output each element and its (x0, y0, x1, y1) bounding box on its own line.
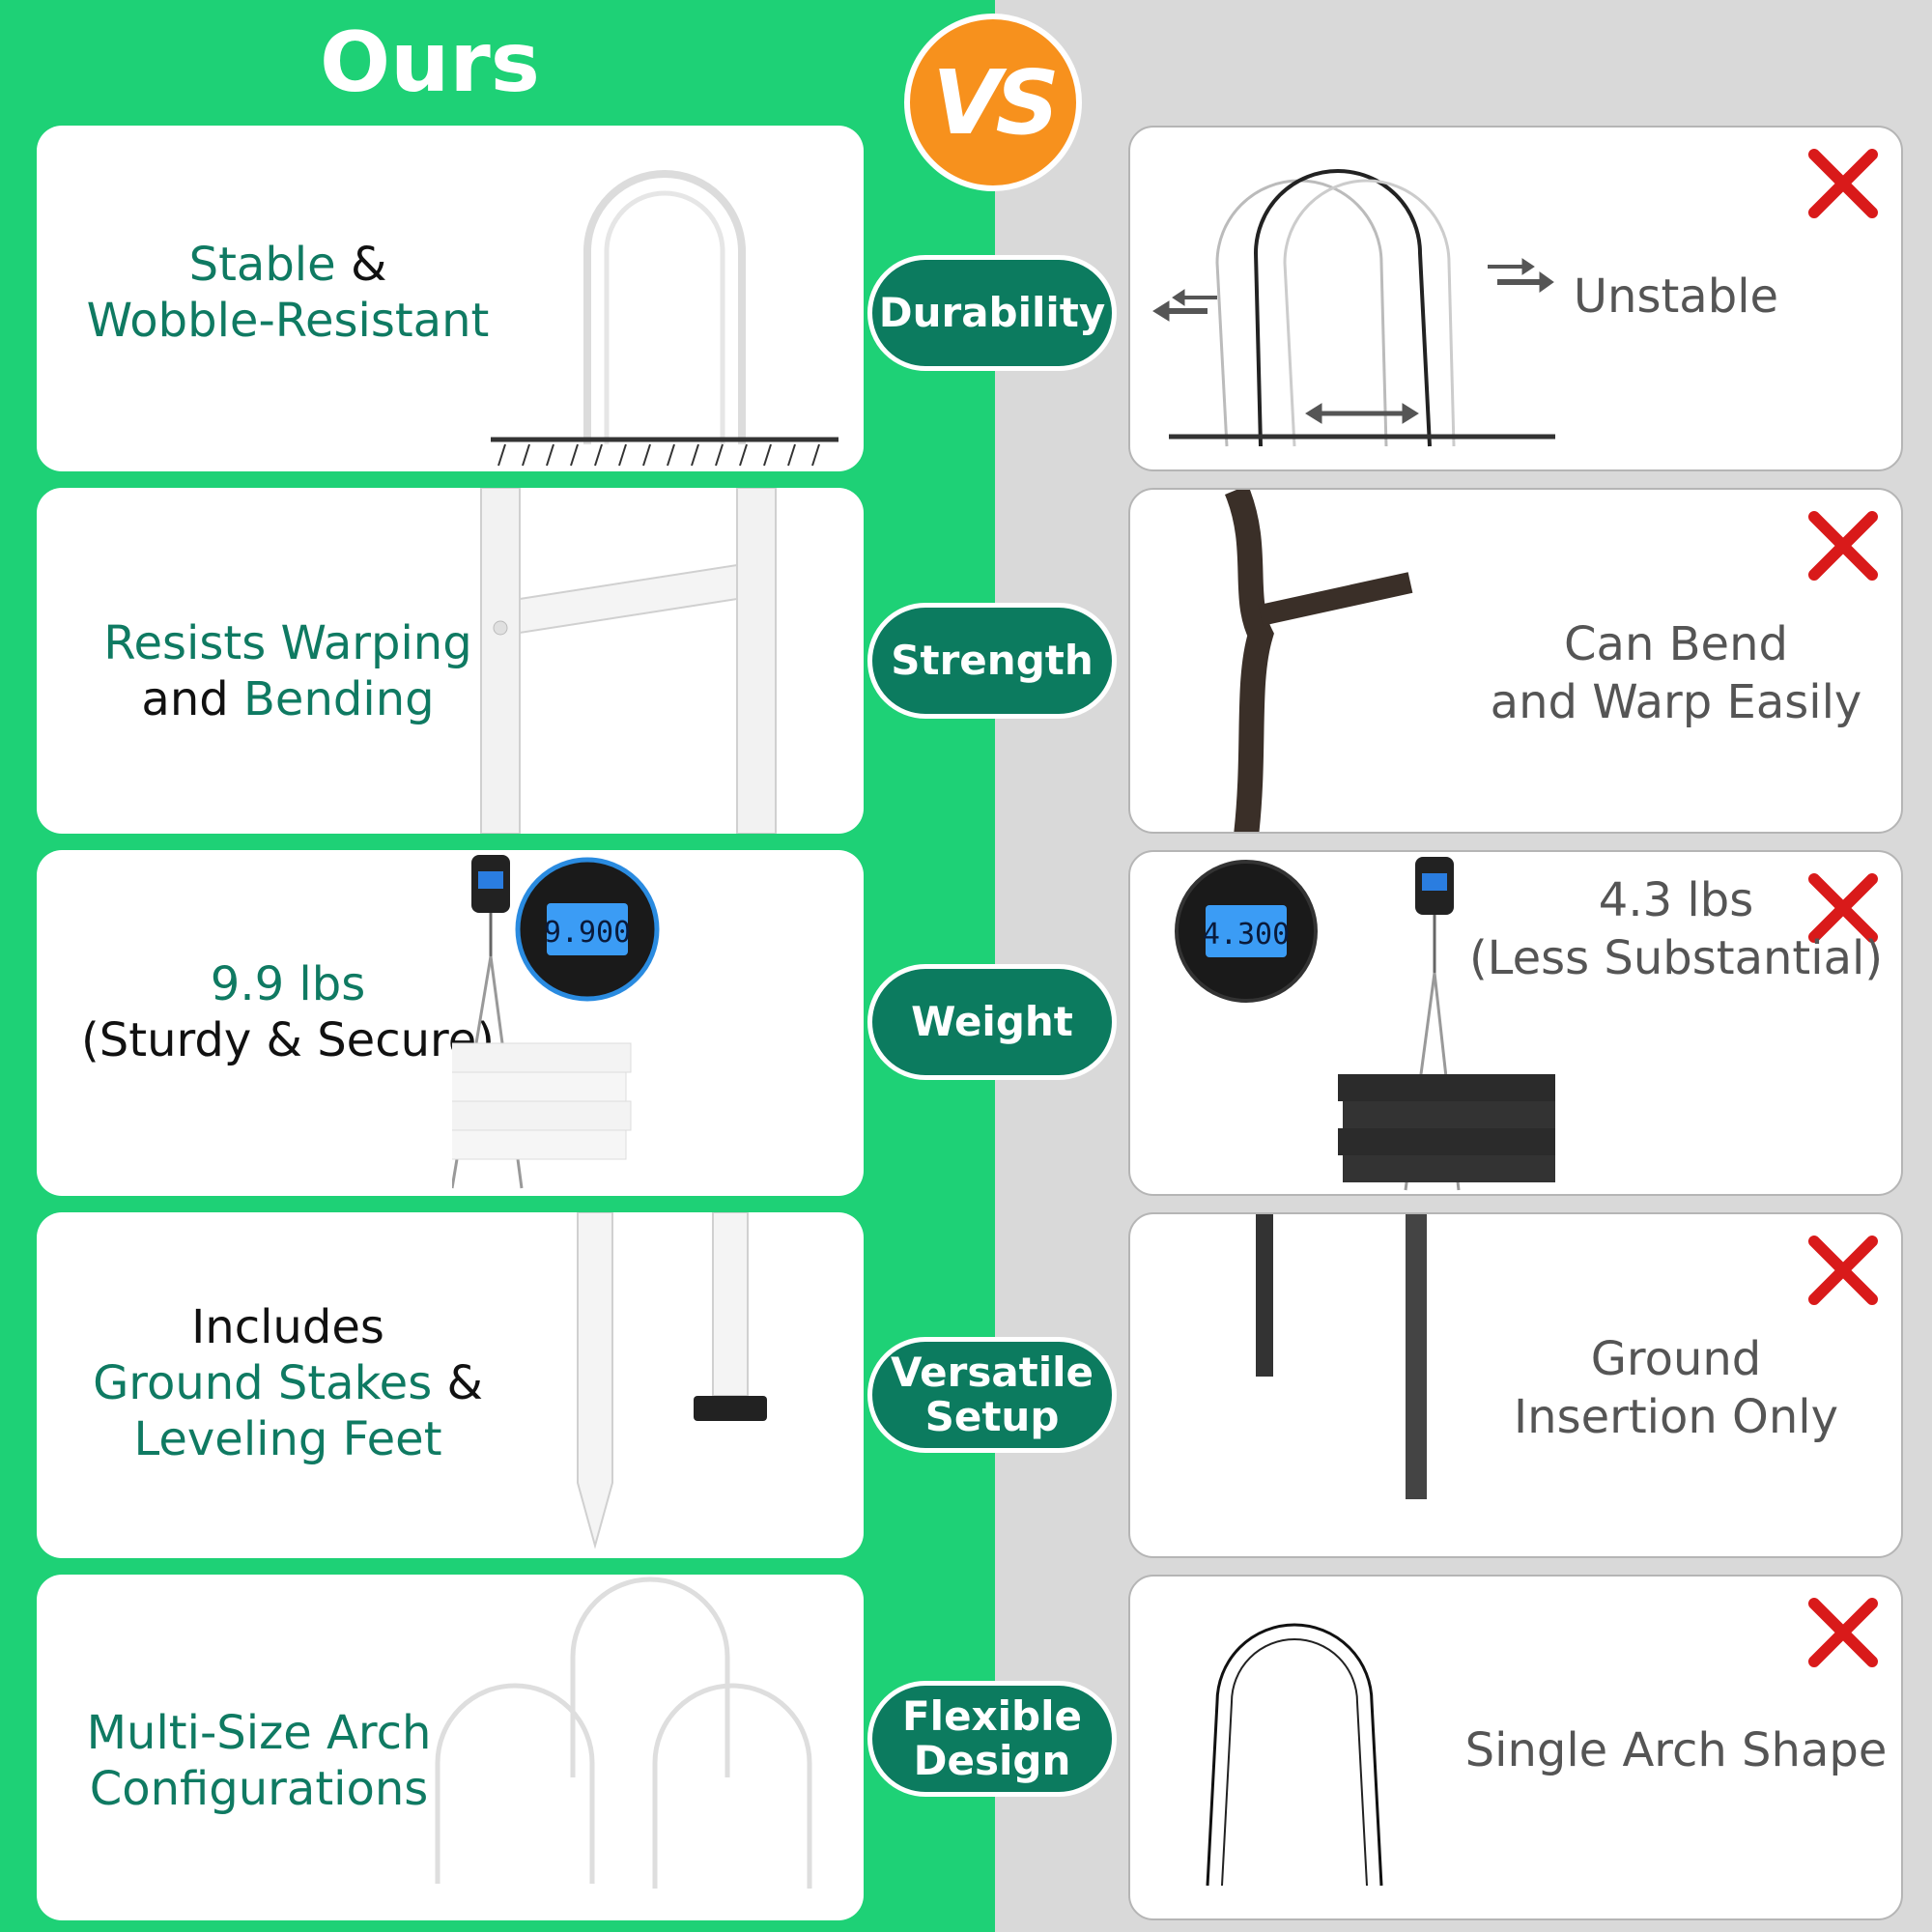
black-bundle-on-scale-illustration: 4.300 (1175, 857, 1555, 1191)
competitor-scale-reading: 4.300 (1203, 918, 1290, 952)
ours-weight-text: 9.9 lbs (Sturdy & Secure) (81, 957, 495, 1067)
competitor-card-design: Single Arch Shape (1128, 1575, 1903, 1920)
arrow-icon (1152, 258, 1554, 424)
bent-tube-illustration (1224, 490, 1413, 832)
cross-icon (1808, 1598, 1878, 1667)
cross-icon (1808, 149, 1878, 218)
competitor-card-weight: 4.300 4.3 lbs(Less Substantial) (1128, 850, 1903, 1196)
ours-card-durability: Stable & Wobble-Resistant (37, 126, 864, 471)
ours-card-setup: Includes Ground Stakes & Leveling Feet (37, 1212, 864, 1558)
multi-arch-illustration (435, 1577, 812, 1889)
cross-icon (1808, 873, 1878, 943)
ours-design-text: Multi-Size Arch Configurations (86, 1706, 432, 1816)
white-bundle-on-scale-illustration: 9.900 (452, 855, 660, 1189)
ours-durability-text: Stable & Wobble-Resistant (86, 238, 490, 348)
ours-card-weight: 9.9 lbs (Sturdy & Secure) 9.900 (37, 850, 864, 1196)
stake-and-foot-illustration (577, 1212, 767, 1549)
label-durability: Durability (867, 255, 1117, 371)
competitor-design-text: Single Arch Shape (1464, 1723, 1888, 1777)
ours-strength-text: Resists Warping and Bending (103, 616, 472, 726)
white-arch-illustration (491, 170, 838, 467)
cross-icon (1808, 511, 1878, 581)
single-arch-illustration (1206, 1623, 1383, 1887)
ours-card-design: Multi-Size Arch Configurations (37, 1575, 864, 1920)
label-weight: Weight (867, 964, 1117, 1080)
white-tube-joint-illustration (480, 488, 777, 834)
competitor-durability-text: Unstable (1573, 270, 1779, 324)
vs-badge: VS (904, 14, 1082, 191)
label-strength: Strength (867, 603, 1117, 719)
ours-title: Ours (320, 14, 540, 111)
ours-card-strength: Resists Warping and Bending (37, 488, 864, 834)
wobbly-arch-illustration (1152, 169, 1555, 447)
black-poles-illustration (1256, 1214, 1427, 1499)
competitor-weight-text: 4.3 lbs(Less Substantial) (1468, 873, 1884, 985)
competitor-card-durability: Unstable (1128, 126, 1903, 471)
cross-icon (1808, 1236, 1878, 1305)
ours-scale-reading: 9.900 (544, 916, 631, 950)
ours-setup-text: Includes Ground Stakes & Leveling Feet (93, 1300, 483, 1466)
